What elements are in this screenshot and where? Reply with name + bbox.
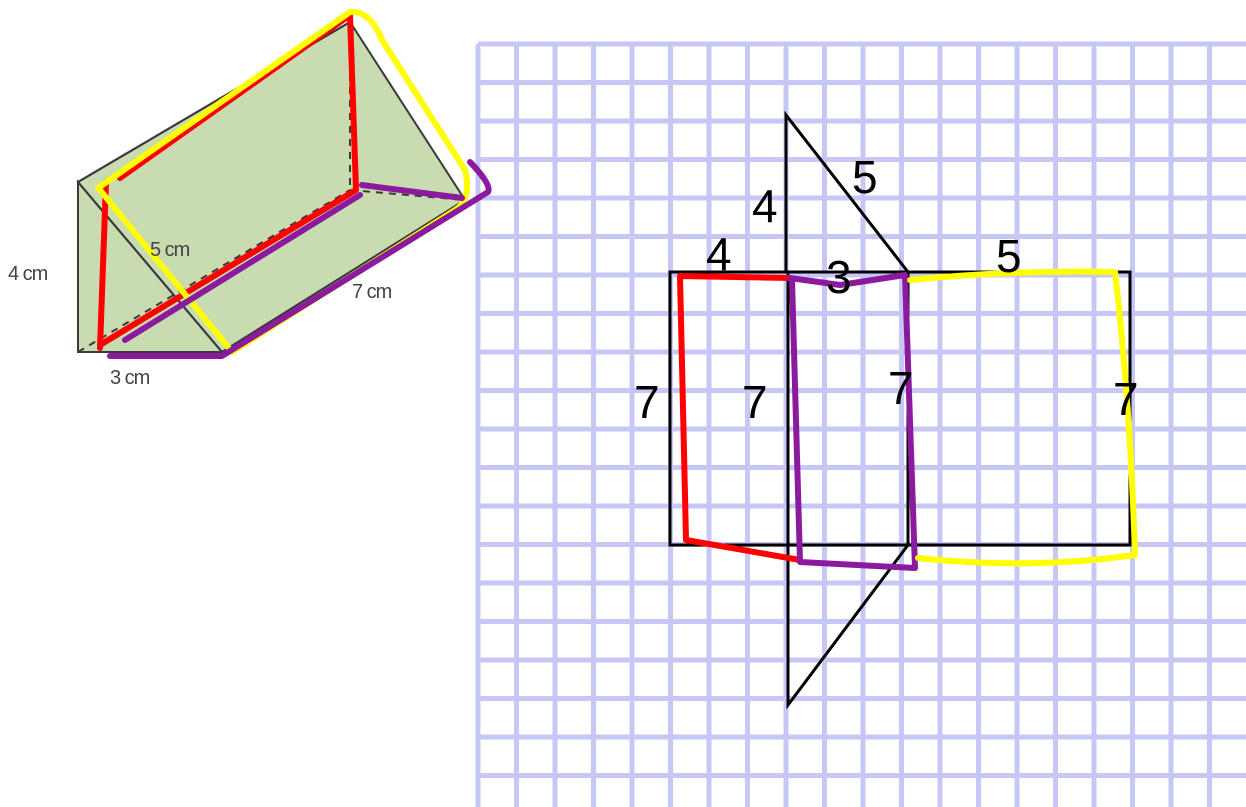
net-label-middle-left-side: 7 — [742, 376, 768, 428]
prism-purple-outline — [107, 159, 492, 359]
net-yellow-outline — [907, 268, 1138, 567]
prism-base-label: 3 cm — [110, 367, 150, 389]
net-label-middle-top: 3 — [826, 251, 852, 303]
net-top-triangle — [784, 110, 910, 273]
prism-hypotenuse-label: 5 cm — [150, 239, 190, 261]
net-red-outline — [677, 273, 803, 563]
net-label-right-top: 5 — [996, 230, 1022, 282]
prism-height-label: 4 cm — [8, 263, 48, 285]
net-label-left-side: 7 — [634, 376, 660, 428]
net-label-left-top: 4 — [706, 228, 732, 280]
prism-length-label: 7 cm — [352, 281, 392, 303]
net-label-right-side: 7 — [1113, 373, 1139, 425]
prism-red-outline — [97, 12, 359, 351]
prism-hidden-bottom — [77, 189, 351, 353]
triangular-prism: 4 cm 5 cm 7 cm 3 cm — [8, 8, 492, 389]
prism-bottom-edge — [221, 199, 466, 353]
prism-net: 4 5 4 3 5 7 7 7 7 — [634, 110, 1139, 710]
net-purple-outline — [787, 272, 918, 571]
net-label-triangle-vertical: 4 — [752, 180, 778, 232]
net-label-middle-right-side: 7 — [888, 362, 914, 414]
net-label-triangle-hypotenuse: 5 — [852, 151, 878, 203]
net-bottom-triangle — [786, 544, 910, 710]
